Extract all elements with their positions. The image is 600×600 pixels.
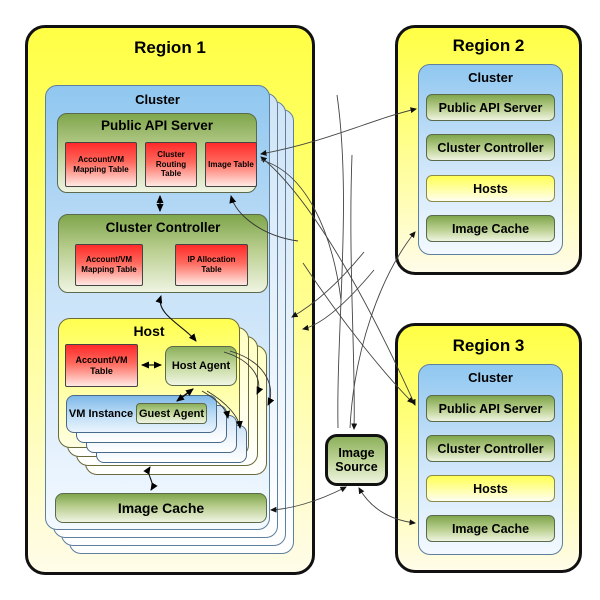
- region3-cluster-label: Cluster: [468, 370, 513, 385]
- region2-cluster-label: Cluster: [468, 70, 513, 85]
- region2-title: Region 2: [452, 36, 525, 55]
- image-table: Image Table: [205, 142, 257, 187]
- image-source-box: Image Source: [325, 434, 388, 486]
- cluster-routing-table: Cluster Routing Table: [145, 142, 197, 187]
- region1-image-cache: Image Cache: [55, 493, 267, 523]
- ip-allocation-table: IP Allocation Table: [175, 244, 248, 286]
- arrow-long-vertical: [336, 94, 344, 429]
- region3-cluster-controller: Cluster Controller: [426, 435, 555, 462]
- region1-title: Region 1: [134, 38, 206, 57]
- account-vm-mapping-table: Account/VM Mapping Table: [65, 142, 137, 187]
- region3-image-cache: Image Cache: [426, 515, 555, 542]
- region2-cluster-controller: Cluster Controller: [426, 134, 555, 161]
- cc-account-vm-mapping-table: Account/VM Mapping Table: [75, 244, 143, 286]
- host-title: Host: [133, 323, 165, 339]
- region3-public-api-server: Public API Server: [426, 395, 555, 422]
- cluster-controller-title: Cluster Controller: [105, 220, 221, 235]
- host-agent-box: Host Agent: [165, 346, 237, 386]
- vm-instance-label: VM Instance: [68, 408, 134, 420]
- region3-hosts: Hosts: [426, 475, 555, 502]
- public-api-server-title: Public API Server: [100, 118, 214, 133]
- region2-hosts: Hosts: [426, 175, 555, 202]
- region1-cluster-label: Cluster: [135, 92, 180, 107]
- region3-title: Region 3: [452, 336, 525, 355]
- arrow-into-imagesource-top: [350, 154, 358, 430]
- guest-agent-box: Guest Agent: [136, 403, 207, 424]
- host-account-vm-table: Account/VM Table: [65, 344, 138, 387]
- region2-image-cache: Image Cache: [426, 215, 555, 242]
- region2-public-api-server: Public API Server: [426, 94, 555, 121]
